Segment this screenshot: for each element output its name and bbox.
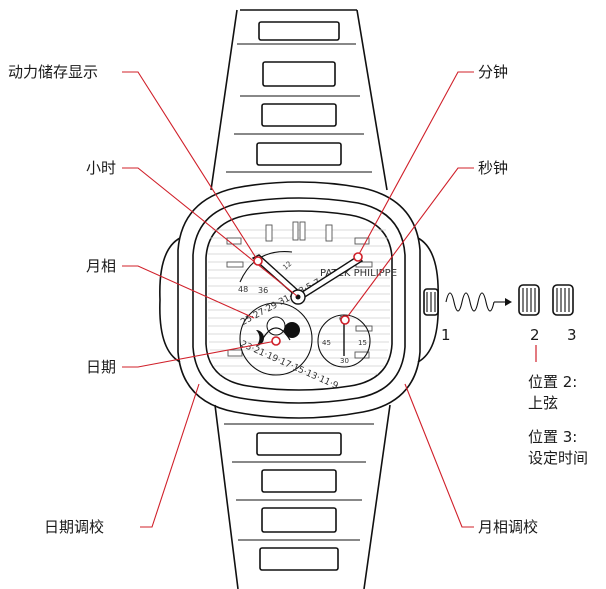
callout-power-reserve: 动力储存显示 (8, 63, 98, 81)
callout-seconds: 秒钟 (478, 159, 508, 177)
callout-date-adjust: 日期调校 (44, 518, 104, 536)
crown-position-3-note-line2: 设定时间 (528, 449, 588, 467)
hour-indices (226, 221, 373, 359)
date-moon-subdial: 25·27·29·31·1·3·5·7 23·21·19·17·15·13·11… (239, 277, 340, 391)
callout-moon-adjust: 月相调校 (478, 518, 538, 536)
crown-assembly (423, 284, 574, 362)
seconds-15-label: 15 (358, 339, 367, 347)
bracelet-bottom (214, 404, 391, 589)
crown-position-1-label: 1 (441, 326, 451, 344)
callout-minute: 分钟 (478, 63, 508, 81)
crown-position-3-note-line1: 位置 3: (528, 428, 577, 446)
crown-position-2-label: 2 (530, 326, 540, 344)
power-reserve-subdial: 48 36 12 (238, 251, 293, 295)
reserve-48-label: 48 (238, 285, 248, 294)
bracelet-top (210, 9, 388, 191)
date-ring-bottom: 23·21·19·17·15·13·11·9 (239, 339, 340, 391)
reserve-12-label: 12 (281, 260, 293, 272)
callout-moon-phase: 月相 (86, 257, 116, 275)
crown-position-3-label: 3 (567, 326, 577, 344)
crown-position-2-note-line2: 上弦 (528, 394, 558, 412)
callout-date: 日期 (86, 358, 116, 376)
crown-position-2-note-line1: 位置 2: (528, 373, 577, 391)
seconds-45-label: 45 (322, 339, 331, 347)
seconds-30-label: 30 (340, 357, 349, 365)
callout-leaders (122, 71, 474, 528)
reserve-36-label: 36 (258, 286, 268, 295)
callout-hour: 小时 (86, 159, 116, 177)
brand-logo-text: PATEK PHILIPPE (320, 268, 397, 279)
